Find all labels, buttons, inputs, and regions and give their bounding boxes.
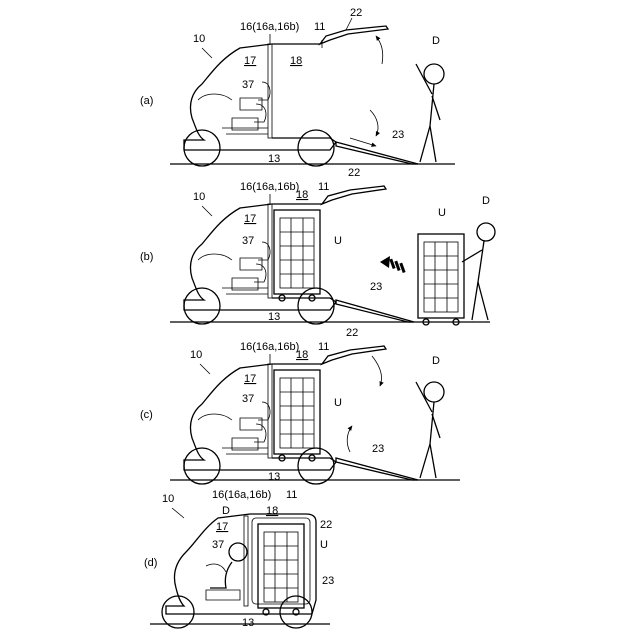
ref-partition: 16(16a,16b) xyxy=(240,181,299,193)
ref-front-space: 17 xyxy=(216,521,228,533)
ref-roof: 11 xyxy=(318,341,329,353)
ref-cart-outside: U xyxy=(438,207,446,219)
ref-roof: 11 xyxy=(286,489,297,501)
panel-label: (b) xyxy=(140,251,153,263)
ref-cart: U xyxy=(320,539,328,551)
panel-b: (b) 10 16(16a,16b) 1 xyxy=(140,167,495,325)
ramp xyxy=(336,300,414,322)
ref-floor: 13 xyxy=(242,617,254,629)
seated-person xyxy=(206,543,247,600)
ref-vehicle: 10 xyxy=(193,33,205,45)
ref-partition: 16(16a,16b) xyxy=(240,341,299,353)
front-wheel xyxy=(184,130,220,166)
person-figure xyxy=(416,382,444,478)
ref-person: D xyxy=(432,355,440,367)
ref-ramp: 23 xyxy=(392,129,404,141)
ref-cart-inside: U xyxy=(334,235,342,247)
panel-a: (a) 10 16(16a,16b) 11 xyxy=(140,7,455,166)
ref-person: D xyxy=(222,505,230,517)
panel-label: (a) xyxy=(140,95,153,107)
ref-front-space: 17 xyxy=(244,373,256,385)
ramp xyxy=(336,142,418,164)
roof-panel xyxy=(322,186,386,204)
ref-seat: 37 xyxy=(242,79,254,91)
ref-person: D xyxy=(432,35,440,47)
ref-roof-panel: 22 xyxy=(346,327,358,339)
roof-panel xyxy=(322,346,386,364)
ref-rear-space: 18 xyxy=(266,505,278,517)
roof-panel xyxy=(320,26,388,44)
person-figure xyxy=(416,64,444,162)
direction-arrow xyxy=(380,256,406,273)
ref-front-space: 17 xyxy=(244,213,256,225)
ref-floor: 13 xyxy=(268,471,280,483)
ref-seat: 37 xyxy=(242,235,254,247)
ref-roof: 11 xyxy=(314,21,325,33)
cart-inside xyxy=(274,210,320,301)
ref-partition: 16(16a,16b) xyxy=(212,489,271,501)
ref-partition: 16(16a,16b) xyxy=(240,21,299,33)
ramp xyxy=(336,458,418,480)
partition xyxy=(244,516,248,606)
ref-ramp: 23 xyxy=(322,575,334,587)
cart-loaded xyxy=(274,370,320,461)
ref-ramp: 23 xyxy=(372,443,384,455)
panel-label: (c) xyxy=(140,409,153,421)
ref-floor: 13 xyxy=(268,153,280,165)
ref-front-space: 17 xyxy=(244,55,256,67)
ref-seat: 37 xyxy=(212,539,224,551)
ref-roof-panel: 22 xyxy=(348,167,360,179)
panel-d: (d) 10 16(16a,16b) 11 22 D 17 18 37 U 23… xyxy=(144,489,334,629)
cart-loaded xyxy=(258,524,304,615)
panel-c: (c) 10 16(16a,16b) 11 22 D 17 18 37 U xyxy=(140,327,460,484)
cart-outside xyxy=(418,234,464,325)
ref-roof: 11 xyxy=(318,181,329,193)
rear-wheel xyxy=(280,596,312,628)
ref-roof-panel: 22 xyxy=(320,519,332,531)
front-wheel xyxy=(184,288,220,324)
rear-wheel xyxy=(298,130,334,166)
ref-vehicle: 10 xyxy=(190,349,202,361)
person-figure xyxy=(462,223,495,320)
ref-cart: U xyxy=(334,397,342,409)
ref-person: D xyxy=(482,195,490,207)
ref-floor: 13 xyxy=(268,311,280,323)
ref-roof-panel: 22 xyxy=(350,7,362,19)
front-wheel xyxy=(162,596,194,628)
ref-vehicle: 10 xyxy=(162,493,174,505)
rear-door xyxy=(252,518,310,604)
vehicle-body xyxy=(166,514,316,614)
panel-label: (d) xyxy=(144,557,157,569)
ref-ramp: 23 xyxy=(370,281,382,293)
ref-seat: 37 xyxy=(242,393,254,405)
ref-vehicle: 10 xyxy=(193,191,205,203)
ref-rear-space: 18 xyxy=(296,189,308,201)
ref-rear-space: 18 xyxy=(296,349,308,361)
ref-rear-space: 18 xyxy=(290,55,302,67)
front-wheel xyxy=(184,448,220,484)
